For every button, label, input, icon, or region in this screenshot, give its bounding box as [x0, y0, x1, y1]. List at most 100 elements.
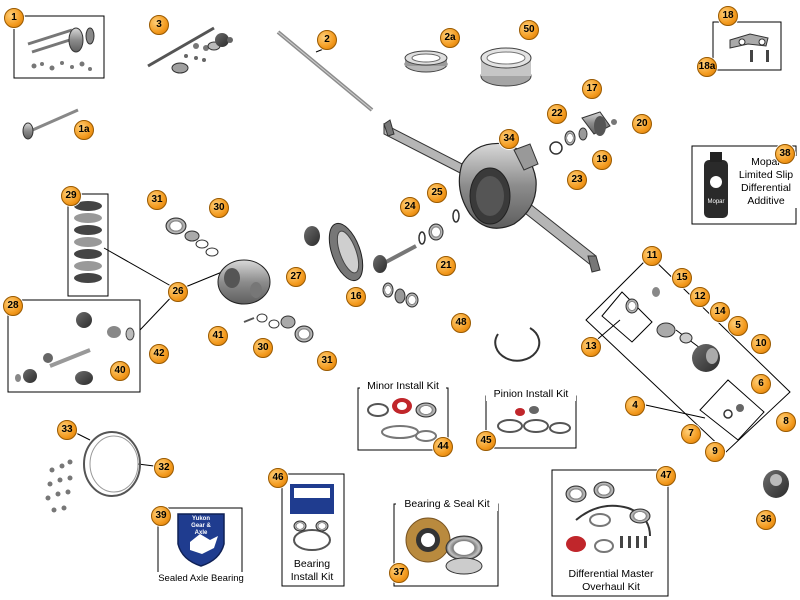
- axle-shaft: [22, 108, 79, 140]
- ring-gear: [304, 222, 364, 282]
- pinion-yoke: [763, 470, 789, 498]
- pinion-install-kit-label: Pinion Install Kit: [486, 388, 576, 401]
- callout-42: 42: [149, 344, 169, 364]
- callout-40: 40: [110, 361, 130, 381]
- callout-15: 15: [672, 268, 692, 288]
- yukon-logo-text: Yukon Gear & Axle: [191, 516, 211, 536]
- bearing-cup: [480, 47, 532, 87]
- box-spider-gears: [7, 299, 141, 393]
- callout-31-bottom: 31: [317, 351, 337, 371]
- crush-sleeve: [452, 209, 460, 223]
- callout-31-top: 31: [147, 190, 167, 210]
- callout-23: 23: [567, 170, 587, 190]
- callout-39: 39: [151, 506, 171, 526]
- callout-26: 26: [168, 282, 188, 302]
- clutch-pack: [74, 201, 102, 283]
- callout-36: 36: [756, 510, 776, 530]
- cover-bolts: [45, 459, 73, 513]
- callout-37: 37: [389, 563, 409, 583]
- callout-34: 34: [499, 129, 519, 149]
- long-axle-shaft: [276, 30, 374, 112]
- spider-gears: [15, 312, 135, 385]
- differential-case: [217, 259, 271, 305]
- callout-6: 6: [751, 374, 771, 394]
- callout-30-bottom: 30: [253, 338, 273, 358]
- pinion-bearing: [428, 223, 444, 241]
- box-bearing-install-kit: [281, 473, 345, 587]
- callout-32: 32: [154, 458, 174, 478]
- sealed-axle-bearing-label: Sealed Axle Bearing: [154, 572, 248, 585]
- callout-2a: 2a: [440, 28, 460, 48]
- carrier-bearings: [382, 282, 419, 308]
- callout-24: 24: [400, 197, 420, 217]
- pinion-yoke-group: [549, 111, 617, 155]
- callout-19: 19: [592, 150, 612, 170]
- mopar-bottle: [704, 152, 728, 218]
- mopar-additive-label: Mopar Limited Slip Differential Additive: [734, 156, 798, 208]
- bearing-seal-kit-label: Bearing & Seal Kit: [396, 498, 498, 511]
- callout-7: 7: [681, 424, 701, 444]
- leader-lines: [65, 47, 717, 467]
- box-axle-kit: [13, 15, 105, 79]
- bearings-top-left: [165, 217, 219, 257]
- callout-50: 50: [519, 20, 539, 40]
- axle-shaft-assembly: [147, 26, 233, 74]
- callout-45: 45: [476, 431, 496, 451]
- callout-20: 20: [632, 114, 652, 134]
- callout-33: 33: [57, 420, 77, 440]
- minor-install-kit-parts: [367, 398, 437, 442]
- master-kit-parts: [565, 481, 651, 553]
- callout-27: 27: [286, 267, 306, 287]
- box-seal-6: [699, 379, 765, 441]
- callout-8: 8: [776, 412, 796, 432]
- pinion-parts: [625, 287, 744, 419]
- box-differential-master-kit: [551, 469, 669, 597]
- callout-10: 10: [751, 334, 771, 354]
- mopar-bottle-text: Mopar: [707, 199, 725, 205]
- yukon-logo: [177, 513, 225, 567]
- box-clutch-pack: [67, 193, 109, 297]
- cover-gasket: [83, 431, 141, 497]
- callout-47: 47: [656, 466, 676, 486]
- axle-shaft-kit: [27, 27, 95, 71]
- box-u-joint-strap: [712, 21, 782, 71]
- differential-master-kit-label: Differential Master Overhaul Kit: [556, 568, 666, 594]
- axle-bearing: [404, 50, 448, 73]
- bearing-install-kit-label: Bearing Install Kit: [284, 558, 340, 584]
- snap-ring: [494, 327, 541, 362]
- u-joint-strap: [729, 33, 769, 62]
- callout-41: 41: [208, 326, 228, 346]
- pin: [243, 317, 255, 323]
- callout-11: 11: [642, 246, 662, 266]
- minor-install-kit-label: Minor Install Kit: [360, 380, 446, 393]
- callout-25: 25: [427, 183, 447, 203]
- box-pinion-parts: [585, 255, 791, 453]
- pinion-install-kit-parts: [497, 406, 571, 434]
- callout-46: 46: [268, 468, 288, 488]
- callout-2: 2: [317, 30, 337, 50]
- callout-14: 14: [710, 302, 730, 322]
- callout-3: 3: [149, 15, 169, 35]
- callout-29: 29: [61, 186, 81, 206]
- callout-44: 44: [433, 437, 453, 457]
- callout-9: 9: [705, 442, 725, 462]
- pinion-shim: [418, 231, 426, 245]
- bearing-seal-kit-parts: [405, 517, 483, 575]
- callout-38: 38: [775, 144, 795, 164]
- pinion-gear: [373, 244, 417, 273]
- callout-30-top: 30: [209, 198, 229, 218]
- callout-12: 12: [690, 287, 710, 307]
- callout-22: 22: [547, 104, 567, 124]
- callout-21: 21: [436, 256, 456, 276]
- callout-16: 16: [346, 287, 366, 307]
- callout-17: 17: [582, 79, 602, 99]
- axle-housing: [383, 119, 601, 273]
- box-bearing-13: [601, 291, 653, 343]
- callout-18: 18: [718, 6, 738, 26]
- callout-18a: 18a: [697, 57, 717, 77]
- bearings-bottom: [256, 313, 314, 343]
- bearing-install-kit-parts: [290, 484, 334, 551]
- callout-5: 5: [728, 316, 748, 336]
